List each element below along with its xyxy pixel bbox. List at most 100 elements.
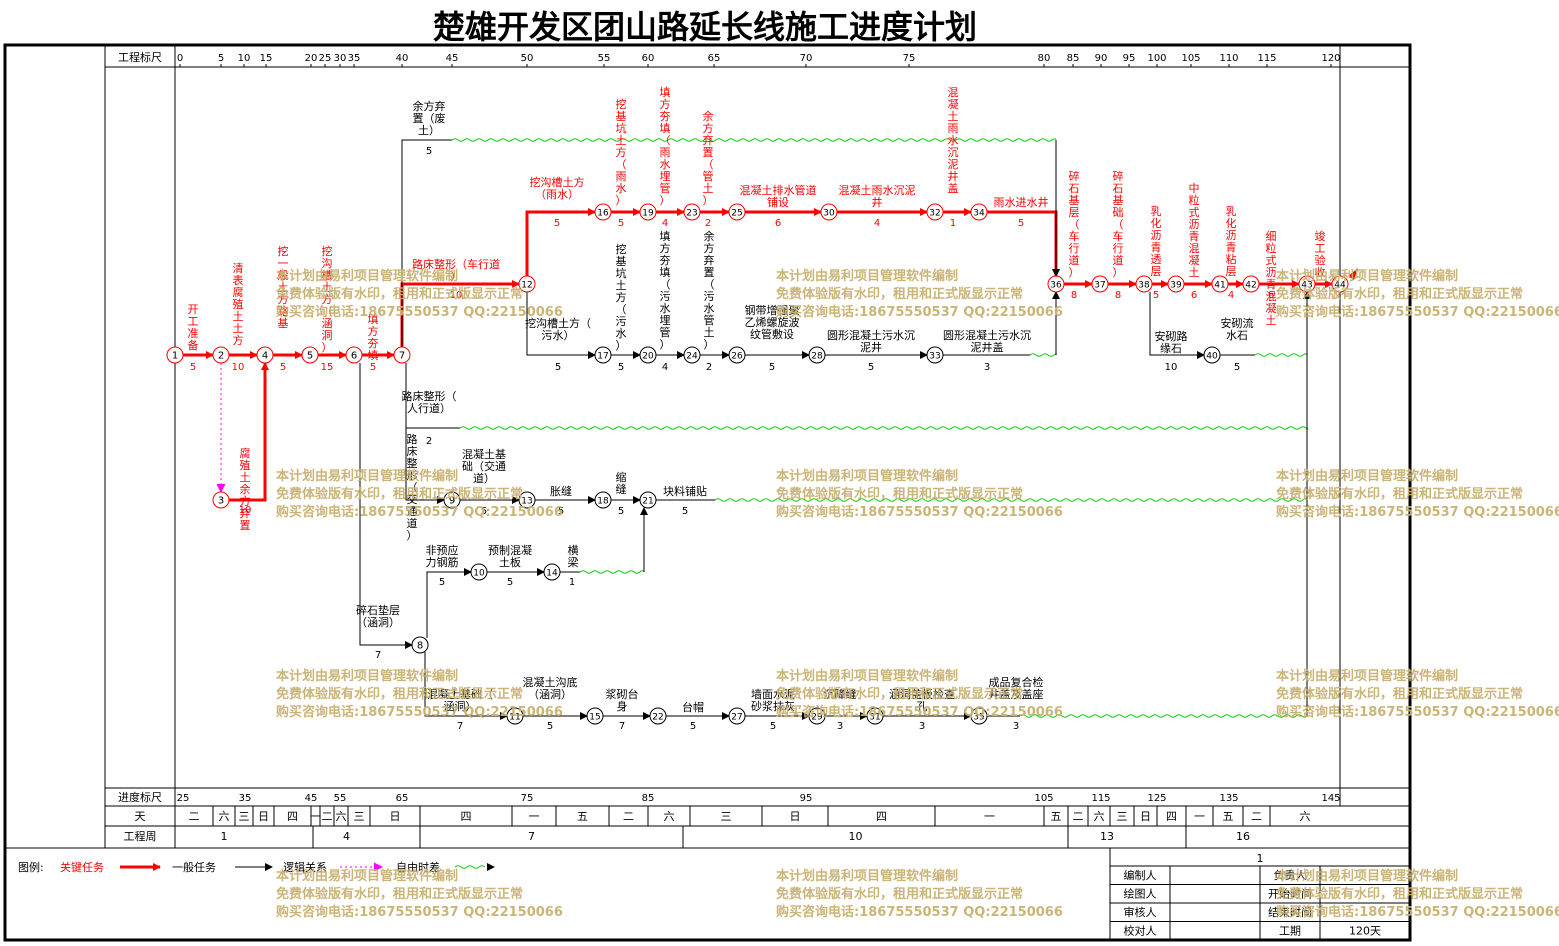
task-name: 缘石 (1160, 342, 1182, 355)
node-8[interactable] (411, 636, 429, 654)
task-name-char: ） (1069, 266, 1080, 279)
task-name: 雨水进水井 (994, 195, 1049, 209)
node-number: 35 (973, 713, 984, 723)
node-5[interactable] (301, 346, 319, 364)
node-28[interactable] (808, 346, 826, 364)
node-21[interactable] (639, 491, 657, 509)
day-cell: 五 (1051, 810, 1062, 823)
node-37[interactable] (1091, 275, 1109, 293)
day-row-label: 天 (135, 810, 146, 823)
task-name-char: 土 (703, 182, 714, 195)
day-cell: 二 (322, 810, 333, 823)
task-name: 孔 (917, 700, 928, 713)
node-2[interactable] (212, 346, 230, 364)
scale-tick: 100 (1147, 53, 1166, 64)
node-39[interactable] (1167, 275, 1185, 293)
task-name: 井盖及盖座 (989, 687, 1044, 701)
task-duration: 5 (682, 506, 688, 517)
node-12[interactable] (518, 275, 536, 293)
node-34[interactable] (970, 203, 988, 221)
task-name-char: 乳 (1151, 205, 1162, 218)
task-name-char: （ (1069, 218, 1080, 231)
node-10[interactable] (470, 563, 488, 581)
node-38[interactable] (1135, 275, 1153, 293)
day-cell: 日 (390, 810, 401, 823)
task-arrow (405, 428, 445, 504)
node-4[interactable] (256, 346, 274, 364)
node-13[interactable] (518, 491, 536, 509)
node-number: 33 (929, 352, 940, 362)
node-25[interactable] (728, 203, 746, 221)
task-duration: 7 (375, 650, 381, 661)
node-number: 24 (686, 352, 698, 362)
task-name-char: （ (704, 278, 715, 291)
node-19[interactable] (639, 203, 657, 221)
task-name: （涵洞） (528, 687, 572, 701)
day-cell: 二 (1073, 810, 1084, 823)
task-name-char: 腐 (240, 446, 251, 460)
node-36[interactable] (1047, 275, 1065, 293)
task-name: 土板 (499, 555, 521, 569)
info-cell: 编制人 (1124, 868, 1157, 882)
node-7[interactable] (393, 346, 411, 364)
node-26[interactable] (728, 346, 746, 364)
node-number: 32 (929, 209, 940, 219)
node-number: 42 (1245, 281, 1256, 291)
node-number: 44 (1334, 281, 1346, 291)
task-name-char: 雨 (660, 146, 671, 159)
node-18[interactable] (594, 491, 612, 509)
day-cell: 二 (1251, 810, 1262, 823)
node-number: 15 (589, 713, 600, 723)
node-29[interactable] (808, 707, 826, 725)
node-41[interactable] (1211, 275, 1229, 293)
task-name: 涵洞） (444, 699, 477, 713)
task-duration: 5 (618, 362, 624, 373)
node-15[interactable] (586, 707, 604, 725)
node-23[interactable] (683, 203, 701, 221)
task-name-char: 弃 (704, 253, 715, 267)
node-22[interactable] (649, 707, 667, 725)
node-number: 34 (973, 209, 985, 219)
watermark: 本计划由易利项目管理软件编制免费体验版有水印，租用和正式版显示正常购买咨询电话:… (776, 269, 1063, 320)
node-40[interactable] (1203, 346, 1221, 364)
node-44[interactable] (1331, 275, 1349, 293)
node-number: 31 (869, 713, 880, 723)
task-name: 安砌流 (1221, 316, 1254, 330)
node-27[interactable] (728, 707, 746, 725)
node-31[interactable] (866, 707, 884, 725)
node-33[interactable] (926, 346, 944, 364)
node-6[interactable] (345, 346, 363, 364)
node-9[interactable] (443, 491, 461, 509)
node-35[interactable] (970, 707, 988, 725)
task-name-char: 腐 (233, 285, 244, 299)
task-name: 泥井 (860, 340, 882, 354)
task-duration: 5 (618, 218, 624, 229)
task-duration: 5 (481, 506, 487, 517)
node-24[interactable] (683, 346, 701, 364)
task-name-char: 道 (1069, 253, 1080, 267)
node-30[interactable] (820, 203, 838, 221)
task-name: 乙烯螺旋波 (745, 315, 800, 329)
node-number: 9 (449, 496, 455, 507)
node-43[interactable] (1298, 275, 1316, 293)
task-name-char: 一 (278, 257, 289, 270)
task-name-char: 青 (1266, 278, 1277, 291)
watermark: 本计划由易利项目管理软件编制免费体验版有水印，租用和正式版显示正常购买咨询电话:… (276, 269, 563, 320)
node-14[interactable] (543, 563, 561, 581)
task-name-char: 化 (1151, 216, 1162, 230)
node-20[interactable] (639, 346, 657, 364)
node-1[interactable] (166, 346, 184, 364)
task-name-char: 粘 (1226, 252, 1237, 266)
node-42[interactable] (1242, 275, 1260, 293)
node-17[interactable] (594, 346, 612, 364)
node-16[interactable] (594, 203, 612, 221)
task-name: 泥井盖 (971, 340, 1004, 354)
node-11[interactable] (506, 707, 524, 725)
node-3[interactable] (212, 491, 230, 509)
node-32[interactable] (926, 203, 944, 221)
watermark: 本计划由易利项目管理软件编制免费体验版有水印，租用和正式版显示正常购买咨询电话:… (776, 869, 1063, 920)
progress-tick: 25 (177, 793, 190, 804)
task-name-char: 水 (660, 302, 671, 315)
task-name-char: 沥 (1266, 266, 1277, 279)
